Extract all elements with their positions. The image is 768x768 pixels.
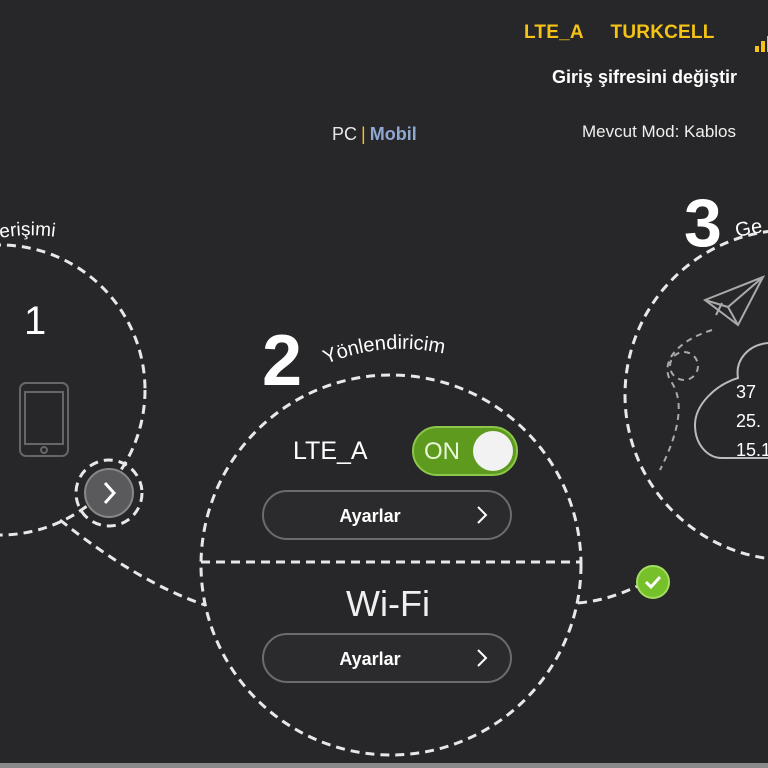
wifi-label: Wi-Fi (346, 583, 430, 624)
connected-check-icon (636, 565, 670, 599)
cloud-icon (693, 342, 768, 459)
mobile-view-link[interactable]: Mobil (369, 124, 417, 144)
chevron-right-icon (103, 481, 117, 505)
paper-plane-icon (702, 275, 766, 327)
network-type: LTE_A (524, 22, 584, 43)
carrier-name: TURKCELL (610, 22, 715, 43)
lte-settings-label: Ayarlar (339, 506, 401, 526)
view-separator: | (361, 124, 366, 144)
step3-values: 37 25. 15.1 (736, 378, 768, 465)
step2-number: 2 (262, 321, 302, 401)
pc-view-link[interactable]: PC (332, 124, 358, 144)
view-switch: PC|Mobil (332, 124, 417, 145)
step3-number: 3 (684, 185, 722, 261)
lte-label: LTE_A (293, 437, 368, 465)
change-password-link[interactable]: Giriş şifresini değiştir (552, 67, 738, 87)
current-mode: Mevcut Mod: Kablos (582, 122, 737, 141)
toggle-state: ON (424, 438, 460, 465)
value-1: 37 (736, 382, 757, 402)
smartphone-icon (19, 382, 69, 457)
wifi-settings-button[interactable]: Ayarlar (262, 633, 512, 683)
status-bar: LTE_A TURKCELL (524, 22, 715, 44)
step3-title: Ge (733, 215, 764, 242)
chevron-right-icon (477, 649, 488, 667)
lte-toggle[interactable]: ON (412, 426, 518, 476)
step1-title: erişimi (0, 219, 57, 243)
step1-next-button[interactable] (84, 468, 134, 518)
step1-number: 1 (24, 299, 46, 343)
bottom-bar (0, 763, 768, 768)
value-3: 15.1 (736, 440, 768, 460)
chevron-right-icon (477, 506, 488, 524)
toggle-knob (473, 431, 513, 471)
step2-title: Yönlendiricim (320, 332, 447, 369)
lte-settings-button[interactable]: Ayarlar (262, 490, 512, 540)
value-2: 25. (736, 411, 762, 431)
wifi-settings-label: Ayarlar (339, 649, 401, 669)
